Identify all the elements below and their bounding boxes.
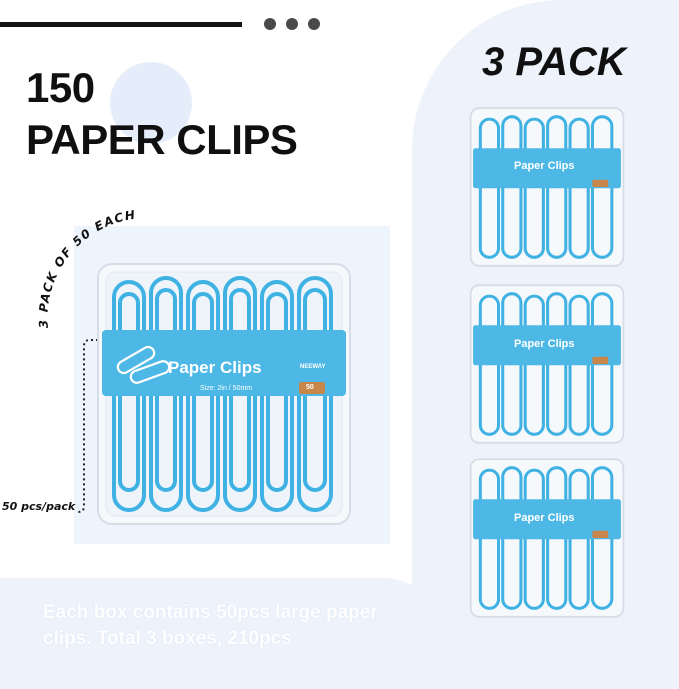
headline-count: 150 <box>26 64 95 111</box>
product-label-size: Size: 2in / 50mm <box>200 385 253 392</box>
paper-clip-box-image <box>469 107 625 267</box>
pack-badge: 3 PACK <box>482 40 626 84</box>
description-text: Each box contains 50pcs large paper clip… <box>43 602 378 649</box>
product-label-name: Paper Clips <box>514 512 575 524</box>
background-circle <box>110 62 192 144</box>
paper-clip-box-image <box>97 263 351 525</box>
dot-icon <box>308 18 320 30</box>
product-label-name: Paper Clips <box>514 338 575 350</box>
product-box-small-2 <box>468 284 626 444</box>
product-box-small-1 <box>468 107 626 267</box>
product-box-large <box>96 262 352 526</box>
product-label-name: Paper Clips <box>168 358 262 377</box>
dot-icon <box>264 18 276 30</box>
product-label-name: Paper Clips <box>514 160 575 172</box>
product-label-brand: NEEWAY <box>300 364 326 370</box>
background-bottom-band <box>0 578 440 689</box>
dot-icon <box>286 18 298 30</box>
product-box-small-3 <box>468 458 626 618</box>
headline-title: PAPER CLIPS <box>26 116 298 163</box>
paper-clip-box-image <box>469 284 625 444</box>
decorative-line <box>0 22 242 27</box>
paper-clip-box-image <box>469 458 625 618</box>
pcs-per-pack-label: 50 pcs/pack <box>2 500 76 513</box>
product-label-count: 50 <box>306 384 314 391</box>
